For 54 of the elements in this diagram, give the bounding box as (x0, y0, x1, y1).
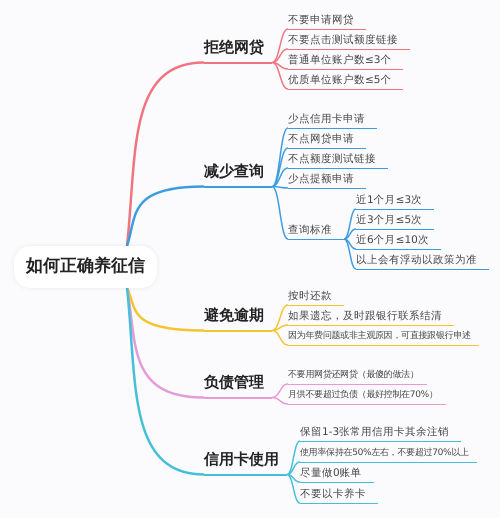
subtopic: 按时还款 (288, 289, 344, 306)
subtopic: 不要点击测试额度链接 (288, 33, 410, 50)
subtopic: 查询标准 (288, 223, 344, 240)
connector-curve (272, 304, 288, 332)
subtopic: 尽量做0账单 (300, 466, 374, 483)
subtopic: 以上会有浮动以政策为准 (356, 253, 489, 270)
connector-curve (272, 127, 288, 188)
subtopic: 不点额度测试链接 (288, 152, 388, 169)
connector-curve (272, 147, 288, 188)
branch-topic: 负债管理 (204, 371, 272, 398)
connector-curve (126, 61, 204, 246)
subtopic: 优质单位账户数≤5个 (288, 73, 404, 90)
connector-curve (272, 48, 288, 64)
connector-curve (272, 186, 288, 240)
subtopic: 近1个月≤3次 (356, 193, 434, 210)
subtopic: 因为年费问题或非主观原因，可直接跟银行申述 (288, 329, 479, 346)
connector-curve (272, 62, 288, 90)
connector-curve (286, 461, 300, 476)
connector-curve (344, 228, 356, 240)
subtopic: 不要申请网贷 (288, 13, 366, 30)
connector-curve (272, 28, 288, 64)
subtopic: 不要以卡养卡 (300, 487, 378, 504)
subtopic: 不点网贷申请 (288, 132, 366, 149)
connector-curve (272, 186, 288, 189)
branch-topic: 信用卡使用 (204, 448, 287, 476)
branch-topic: 减少查询 (204, 160, 272, 188)
branch-topic: 拒绝网贷 (204, 36, 272, 64)
connector-curve (272, 383, 288, 398)
connector-curve (344, 208, 356, 240)
subtopic: 如果遗忘，及时跟银行联系结清 (288, 309, 454, 326)
connector-curve (272, 167, 288, 188)
subtopic: 少点信用卡申请 (288, 112, 377, 129)
connector-curve (126, 287, 204, 476)
connector-curve (272, 62, 288, 70)
subtopic: 普通单位账户数≤3个 (288, 53, 404, 70)
subtopic: 少点提额申请 (288, 172, 366, 189)
connector-curve (272, 396, 288, 405)
central-topic: 如何正确养征信 (14, 246, 157, 288)
connector-curve (286, 474, 300, 483)
connector-curve (126, 185, 204, 246)
branch-topic: 避免逾期 (204, 304, 272, 332)
connector-curve (344, 238, 356, 270)
connector-curve (286, 440, 300, 476)
connector-curve (126, 287, 204, 332)
connector-curve (272, 324, 288, 332)
connector-curve (286, 474, 300, 504)
connector-curve (272, 330, 288, 346)
subtopic: 月供不要超过负债（最好控制在70%） (288, 388, 446, 405)
subtopic: 使用率保持在50%左右，不要超过70%以上 (300, 446, 477, 463)
connector-curve (344, 238, 356, 250)
subtopic: 不要用网贷还网贷（最傻的做法） (288, 368, 427, 385)
subtopic: 近3个月≤5次 (356, 213, 434, 230)
subtopic: 近6个月≤10次 (356, 233, 441, 250)
subtopic: 保留1-3张常用信用卡其余注销 (300, 425, 462, 442)
